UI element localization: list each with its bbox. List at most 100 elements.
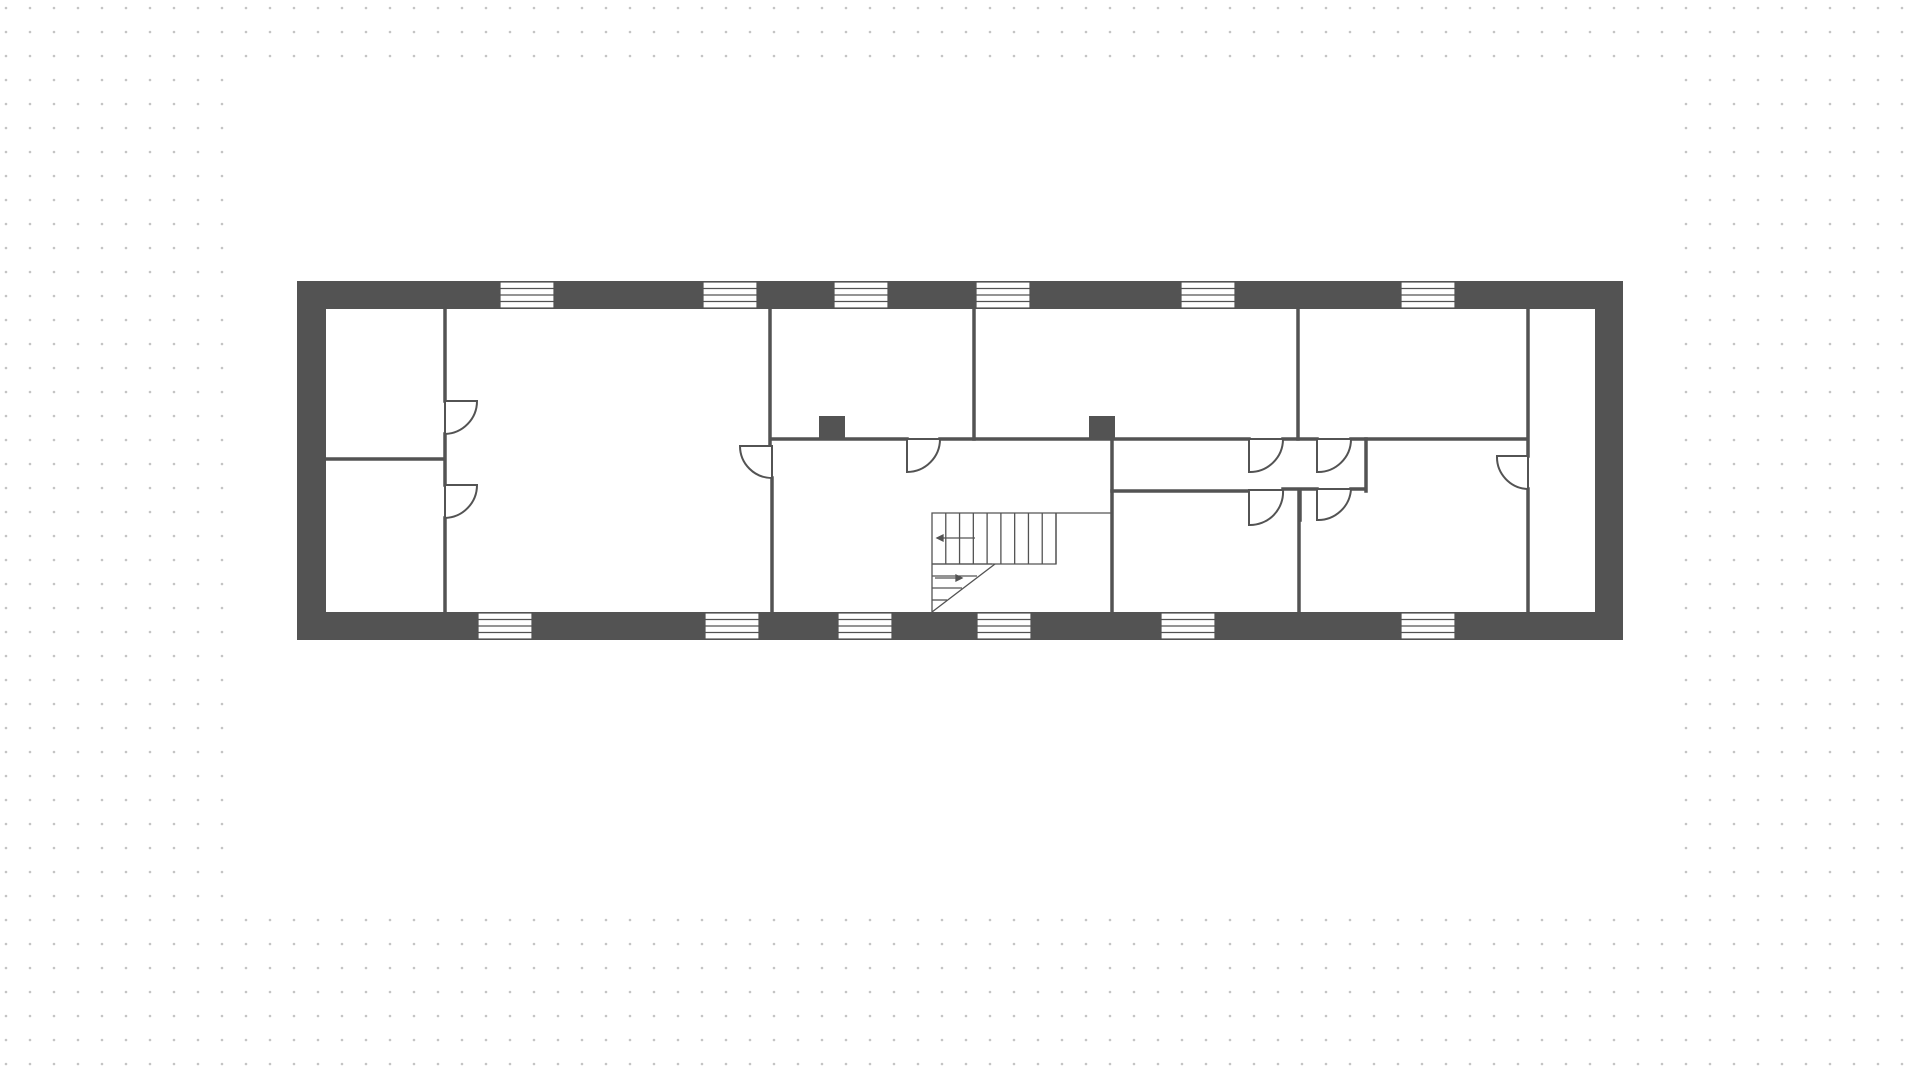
- grid-dot: [1468, 1014, 1472, 1018]
- grid-dot: [1252, 918, 1256, 922]
- grid-dot: [988, 6, 992, 10]
- grid-dot: [1420, 1038, 1424, 1042]
- grid-dot: [1684, 990, 1688, 994]
- grid-dot: [868, 54, 872, 58]
- grid-dot: [1756, 1014, 1760, 1018]
- grid-dot: [28, 1014, 32, 1018]
- grid-dot: [124, 6, 128, 10]
- grid-dot: [316, 54, 320, 58]
- grid-dot: [172, 750, 176, 754]
- grid-dot: [892, 918, 896, 922]
- grid-dot: [1588, 942, 1592, 946]
- grid-dot: [124, 390, 128, 394]
- grid-dot: [172, 726, 176, 730]
- grid-dot: [628, 918, 632, 922]
- grid-dot: [1756, 270, 1760, 274]
- grid-dot: [1876, 918, 1880, 922]
- grid-dot: [1636, 1014, 1640, 1018]
- grid-dot: [220, 654, 224, 658]
- grid-dot: [460, 54, 464, 58]
- grid-dot: [1876, 822, 1880, 826]
- grid-dot: [1900, 1014, 1904, 1018]
- grid-dot: [1348, 1038, 1352, 1042]
- grid-dot: [76, 1038, 80, 1042]
- grid-dot: [100, 390, 104, 394]
- grid-dot: [1564, 6, 1568, 10]
- grid-dot: [1828, 294, 1832, 298]
- grid-dot: [100, 846, 104, 850]
- grid-dot: [52, 678, 56, 682]
- grid-dot: [4, 822, 8, 826]
- grid-dot: [124, 1062, 128, 1066]
- grid-dot: [4, 1038, 8, 1042]
- grid-dot: [172, 174, 176, 178]
- grid-dot: [316, 966, 320, 970]
- grid-dot: [1804, 390, 1808, 394]
- grid-dot: [28, 846, 32, 850]
- grid-dot: [1900, 366, 1904, 370]
- grid-dot: [1012, 918, 1016, 922]
- grid-dot: [1852, 78, 1856, 82]
- grid-dot: [724, 1038, 728, 1042]
- grid-dot: [1684, 246, 1688, 250]
- grid-dot: [76, 342, 80, 346]
- grid-dot: [1156, 942, 1160, 946]
- grid-dot: [28, 54, 32, 58]
- grid-dot: [1804, 846, 1808, 850]
- grid-dot: [1324, 1062, 1328, 1066]
- grid-dot: [244, 1014, 248, 1018]
- grid-dot: [100, 582, 104, 586]
- grid-dot: [1900, 702, 1904, 706]
- door-swing-icon: [1248, 489, 1285, 527]
- grid-dot: [220, 198, 224, 202]
- grid-dot: [796, 30, 800, 34]
- grid-dot: [868, 30, 872, 34]
- grid-dot: [1780, 390, 1784, 394]
- grid-dot: [604, 1038, 608, 1042]
- grid-dot: [172, 318, 176, 322]
- grid-dot: [508, 990, 512, 994]
- grid-dot: [1876, 78, 1880, 82]
- grid-dot: [1828, 558, 1832, 562]
- grid-dot: [1852, 390, 1856, 394]
- grid-dot: [4, 174, 8, 178]
- grid-dot: [148, 150, 152, 154]
- grid-dot: [1252, 1038, 1256, 1042]
- grid-dot: [76, 630, 80, 634]
- grid-dot: [1756, 918, 1760, 922]
- grid-dot: [460, 1014, 464, 1018]
- grid-dot: [1060, 6, 1064, 10]
- grid-dot: [1732, 366, 1736, 370]
- grid-dot: [28, 894, 32, 898]
- staircase: [931, 512, 1112, 613]
- grid-dot: [1804, 870, 1808, 874]
- grid-dot: [1588, 6, 1592, 10]
- grid-dot: [1756, 414, 1760, 418]
- grid-dot: [220, 702, 224, 706]
- grid-dot: [1348, 54, 1352, 58]
- grid-dot: [1684, 846, 1688, 850]
- grid-dot: [676, 6, 680, 10]
- grid-dot: [1708, 438, 1712, 442]
- grid-dot: [580, 1062, 584, 1066]
- grid-dot: [52, 294, 56, 298]
- grid-dot: [28, 1062, 32, 1066]
- grid-dot: [172, 102, 176, 106]
- grid-dot: [1756, 942, 1760, 946]
- grid-dot: [580, 966, 584, 970]
- window-icon: [499, 281, 555, 309]
- grid-dot: [1708, 606, 1712, 610]
- grid-dot: [1396, 6, 1400, 10]
- grid-dot: [148, 510, 152, 514]
- grid-dot: [940, 966, 944, 970]
- grid-dot: [628, 30, 632, 34]
- grid-dot: [4, 342, 8, 346]
- grid-dot: [1828, 78, 1832, 82]
- grid-dot: [28, 78, 32, 82]
- grid-dot: [820, 990, 824, 994]
- grid-dot: [244, 1062, 248, 1066]
- grid-dot: [244, 1038, 248, 1042]
- grid-dot: [796, 1062, 800, 1066]
- grid-dot: [940, 942, 944, 946]
- grid-dot: [1132, 990, 1136, 994]
